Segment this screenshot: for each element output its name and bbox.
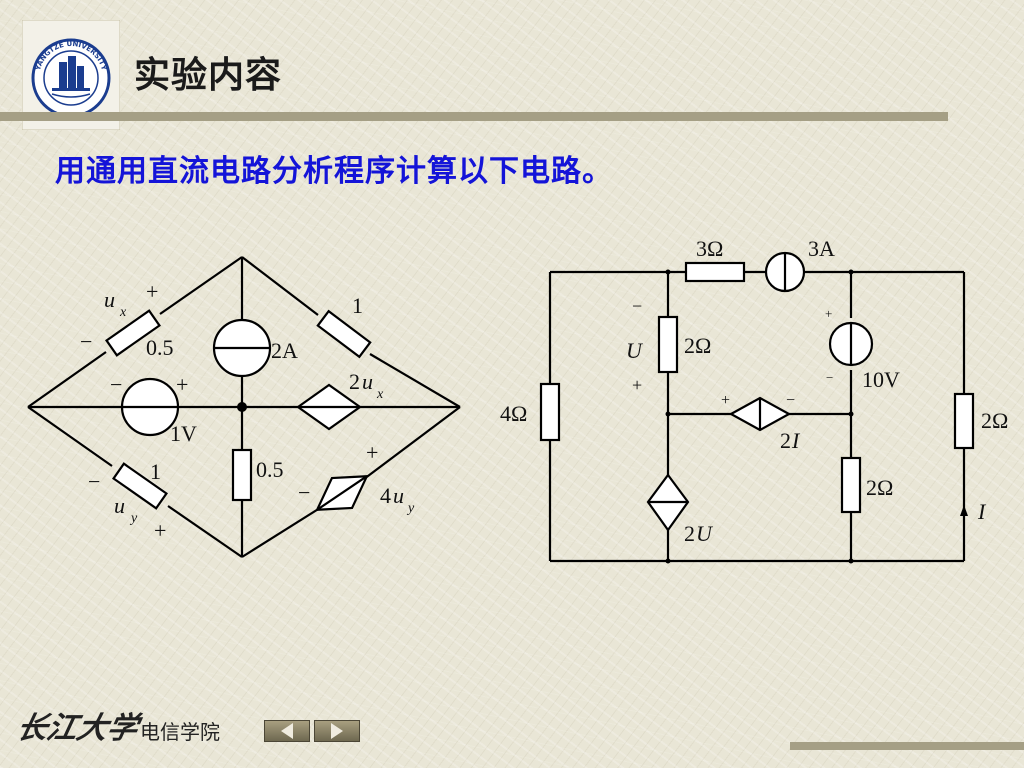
uy-label: u xyxy=(114,493,125,518)
dep-i-minus: − xyxy=(298,480,310,505)
footer-school-name: 长江大学 xyxy=(13,711,141,746)
dep-v-u: u xyxy=(362,369,373,394)
slide-subtitle: 用通用直流电路分析程序计算以下电路。 xyxy=(55,154,613,189)
vs-10v-label: 10V xyxy=(862,367,900,392)
uy-sub: y xyxy=(129,511,138,526)
center-node xyxy=(237,402,247,412)
u-plus: + xyxy=(632,375,642,395)
title-divider xyxy=(0,112,948,121)
uy-minus: − xyxy=(88,469,100,494)
r-right-label: 2Ω xyxy=(981,408,1008,433)
vs-minus: − xyxy=(826,370,833,385)
arrow-right-icon xyxy=(331,723,343,739)
vs-minus: − xyxy=(110,372,122,397)
resistor-2ohm-u xyxy=(657,315,679,374)
resistor-right-top xyxy=(316,309,372,359)
resistor-3ohm xyxy=(684,261,746,283)
next-slide-button[interactable] xyxy=(314,720,360,742)
footer-divider xyxy=(790,742,1024,750)
dep-v-var: I xyxy=(791,428,801,453)
dep-v-minus: − xyxy=(786,392,795,409)
resistor-label-05a: 0.5 xyxy=(146,335,174,360)
dep-v-sub: x xyxy=(376,387,384,402)
uy-plus: + xyxy=(154,518,166,543)
dep-i-var: U xyxy=(696,521,714,546)
resistor-4ohm xyxy=(539,382,561,442)
resistor-center-bottom xyxy=(231,448,253,502)
r-u-label: 2Ω xyxy=(684,333,711,358)
r-top-label: 3Ω xyxy=(696,236,723,261)
prev-slide-button[interactable] xyxy=(264,720,310,742)
dep-i-plus: + xyxy=(366,440,378,465)
u-label: U xyxy=(626,338,644,363)
current-arrow xyxy=(960,505,968,516)
cs-3a-label: 3A xyxy=(808,236,835,261)
resistor-left-bottom xyxy=(112,462,168,510)
resistor-2ohm-mid xyxy=(840,456,862,514)
ux-minus: − xyxy=(80,329,92,354)
slide-title: 实验内容 xyxy=(134,55,283,96)
ux-sub: x xyxy=(119,305,127,320)
ux-label: u xyxy=(104,287,115,312)
resistor-label-1b: 1 xyxy=(150,459,161,484)
r-mid-label: 2Ω xyxy=(866,475,893,500)
dep-i-sub: y xyxy=(406,501,415,516)
arrow-left-icon xyxy=(281,723,293,739)
university-logo: YANGTZE UNIVERSITY xyxy=(21,19,121,131)
resistor-2ohm-right xyxy=(953,392,975,450)
i-label: I xyxy=(977,499,987,524)
dep-i-u: u xyxy=(393,483,404,508)
vs-plus: + xyxy=(825,306,832,321)
dep-v-coef: 2 xyxy=(349,369,360,394)
dep-v-plus: + xyxy=(721,392,730,409)
resistor-label-05b: 0.5 xyxy=(256,457,284,482)
vs-plus: + xyxy=(176,372,188,397)
dep-v-coef: 2 xyxy=(780,428,791,453)
dep-i-coef: 2 xyxy=(684,521,695,546)
voltage-source-label: 1V xyxy=(170,421,197,446)
dep-i-coef: 4 xyxy=(380,483,391,508)
resistor-label-1a: 1 xyxy=(352,293,363,318)
footer-department: 电信学院 xyxy=(140,720,220,744)
current-source-label: 2A xyxy=(271,338,298,363)
ux-plus: + xyxy=(146,279,158,304)
resistor-left-top xyxy=(105,309,161,357)
u-minus: − xyxy=(632,296,642,316)
r-left-label: 4Ω xyxy=(500,401,527,426)
